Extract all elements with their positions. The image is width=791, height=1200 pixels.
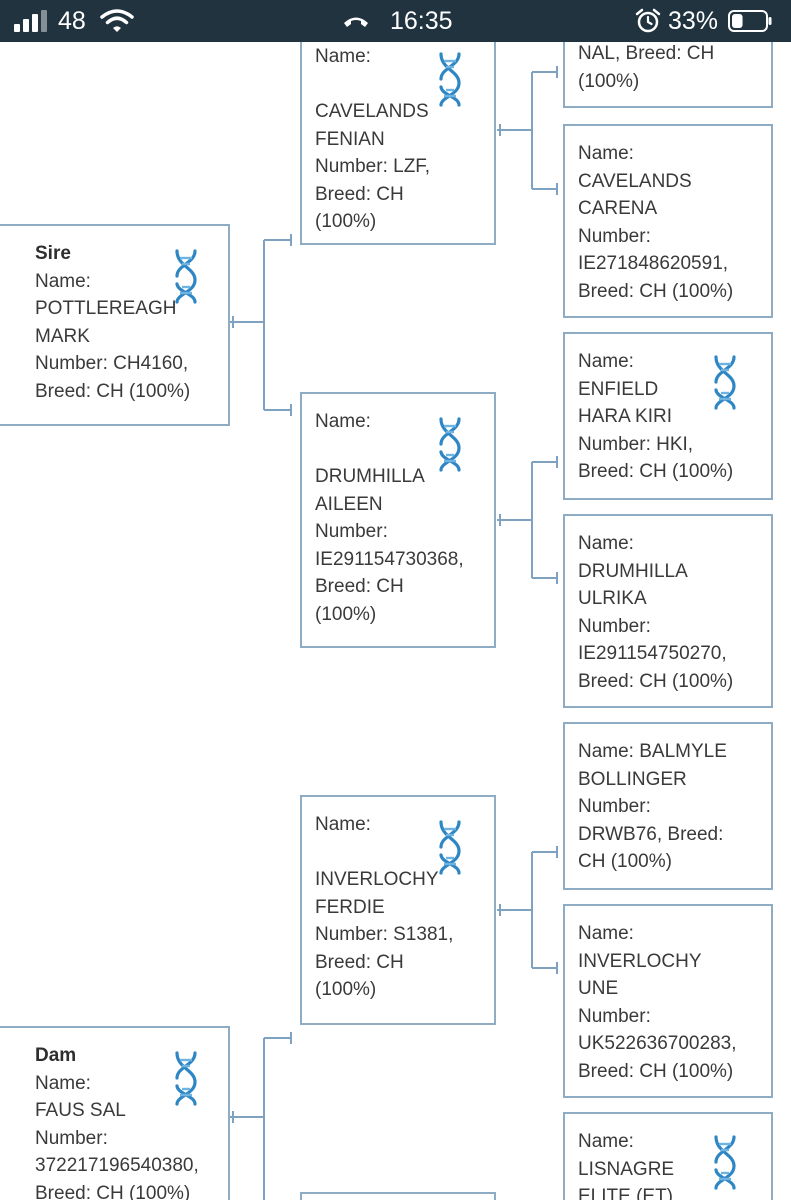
- card-line: Number:: [578, 796, 651, 817]
- signal-strength-icon: [14, 10, 54, 32]
- card-line: (100%): [315, 603, 377, 625]
- card-line: INVERLOCHY: [578, 950, 702, 972]
- dna-icon[interactable]: [707, 1134, 741, 1190]
- status-bar: 48 16:35 33%: [0, 0, 791, 42]
- card-line: IE271848620591,: [578, 253, 729, 274]
- card-line: MARK: [35, 325, 90, 347]
- card-line: Breed: CH (100%): [578, 461, 734, 482]
- card-line: IE291154750270,: [578, 643, 727, 664]
- card-line: Name:: [578, 533, 634, 554]
- dna-icon[interactable]: [168, 1050, 202, 1106]
- card-line: Name:: [315, 411, 371, 432]
- card-line: Name: BALMYLE: [578, 741, 727, 762]
- card-line: (100%): [315, 979, 377, 1000]
- card-line: Number:: [315, 521, 388, 542]
- card-line: Number: LZF,: [315, 156, 431, 177]
- status-time: 16:35: [390, 7, 453, 35]
- pedigree-tree: Sire Name: POTTLEREAGH MARK Number: CH4160,…: [0, 42, 791, 1200]
- card-line: Name:: [315, 46, 371, 67]
- card-line: (100%): [578, 70, 640, 92]
- pedigree-connectors: [230, 66, 558, 1200]
- battery-percent: 33%: [668, 7, 719, 35]
- alarm-clock-icon: [635, 8, 661, 33]
- card-line: Name:: [578, 923, 634, 944]
- card-line: Number: HKI,: [578, 433, 694, 455]
- card-role: Sire: [35, 243, 71, 264]
- sire-sire-dam-card[interactable]: Name: CAVELANDS CARENA Number: IE27184862059…: [563, 124, 773, 318]
- card-line: DRUMHILLA: [315, 466, 425, 487]
- card-line: (100%): [315, 211, 377, 232]
- card-line: Breed: CH: [315, 576, 404, 597]
- card-line: Name:: [35, 1072, 91, 1094]
- card-line: [315, 71, 430, 99]
- sire-dam-dam-card[interactable]: Name: DRUMHILLA ULRIKA Number: IE29115475027…: [563, 514, 773, 708]
- call-in-progress-icon: [344, 17, 368, 27]
- card-line: Breed: CH (100%): [578, 1060, 734, 1082]
- card-line: Breed: CH: [315, 951, 404, 973]
- card-line: Name:: [578, 1131, 634, 1152]
- card-line: 372217196540380,: [35, 1155, 199, 1176]
- card-line: Number:: [578, 1005, 651, 1027]
- card-line: ELITE (ET): [578, 1186, 674, 1200]
- card-line: Number:: [35, 1127, 108, 1149]
- card-line: DRWB76, Breed:: [578, 823, 724, 845]
- card-line: NAL, Breed: CH: [578, 43, 715, 64]
- dam-dam-card[interactable]: [300, 1192, 496, 1200]
- sire-sire-card[interactable]: Name: CAVELANDS FENIAN Number: LZF, Breed: …: [300, 42, 496, 245]
- dna-icon[interactable]: [707, 354, 741, 410]
- card-line: UNE: [578, 978, 619, 999]
- dam-sire-sire-card[interactable]: Name: BALMYLE BOLLINGER Number: DRWB76, Bre…: [563, 722, 773, 890]
- battery-icon: [728, 10, 772, 32]
- card-line: Breed: CH (100%): [35, 1182, 191, 1200]
- sire-dam-card[interactable]: Name: DRUMHILLA AILEEN Number: IE2911547303…: [300, 392, 496, 648]
- card-line: FERDIE: [315, 896, 385, 918]
- dam-dam-sire-card[interactable]: Name: LISNAGRE ELITE (ET): [563, 1112, 773, 1200]
- sire-sire-sire-card[interactable]: NAL, Breed: CH (100%): [563, 42, 773, 108]
- card-line: Breed: CH (100%): [578, 280, 734, 302]
- card-line: POTTLEREAGH: [35, 298, 177, 319]
- card-line: Breed: CH: [315, 183, 404, 205]
- card-line: ULRIKA: [578, 588, 647, 609]
- dam-card[interactable]: Dam Name: FAUS SAL Number: 372217196540380,…: [0, 1026, 230, 1200]
- card-line: HARA KIRI: [578, 406, 672, 427]
- card-line: Name:: [315, 814, 371, 835]
- wifi-icon: [100, 9, 134, 32]
- card-line: Number: CH4160,: [35, 353, 189, 374]
- dna-icon[interactable]: [432, 819, 466, 875]
- card-role: Dam: [35, 1045, 77, 1066]
- sire-card[interactable]: Sire Name: POTTLEREAGH MARK Number: CH4160,…: [0, 224, 230, 426]
- dam-sire-dam-card[interactable]: Name: INVERLOCHY UNE Number: UK522636700283,…: [563, 904, 773, 1098]
- card-line: LISNAGRE: [578, 1158, 675, 1180]
- card-line: DRUMHILLA: [578, 560, 688, 582]
- card-line: CARENA: [578, 198, 658, 219]
- dna-icon[interactable]: [432, 51, 466, 107]
- card-line: Number:: [578, 615, 651, 637]
- dna-icon[interactable]: [168, 248, 202, 304]
- card-line: Number:: [578, 225, 651, 247]
- card-line: Name:: [35, 270, 91, 292]
- card-line: FENIAN: [315, 128, 385, 150]
- card-line: Breed: CH (100%): [578, 670, 734, 692]
- card-line: IE291154730368,: [315, 548, 464, 570]
- card-line: Breed: CH (100%): [35, 380, 191, 402]
- card-line: INVERLOCHY: [315, 869, 439, 890]
- card-line: Number: S1381,: [315, 924, 454, 945]
- dam-sire-card[interactable]: Name: INVERLOCHY FERDIE Number: S1381, Bree…: [300, 795, 496, 1025]
- card-line: BOLLINGER: [578, 768, 687, 790]
- sire-dam-sire-card[interactable]: Name: ENFIELD HARA KIRI Number: HKI, Breed: …: [563, 332, 773, 500]
- dna-icon[interactable]: [432, 416, 466, 472]
- card-line: CH (100%): [578, 851, 672, 872]
- card-line: Name:: [578, 143, 634, 164]
- card-line: CAVELANDS: [315, 101, 429, 122]
- signal-label: 48: [58, 7, 86, 35]
- card-line: ENFIELD: [578, 378, 659, 400]
- card-line: FAUS SAL: [35, 1100, 126, 1121]
- card-line: UK522636700283,: [578, 1033, 737, 1054]
- card-line: AILEEN: [315, 493, 383, 515]
- card-line: Name:: [578, 351, 634, 372]
- card-line: CAVELANDS: [578, 170, 692, 192]
